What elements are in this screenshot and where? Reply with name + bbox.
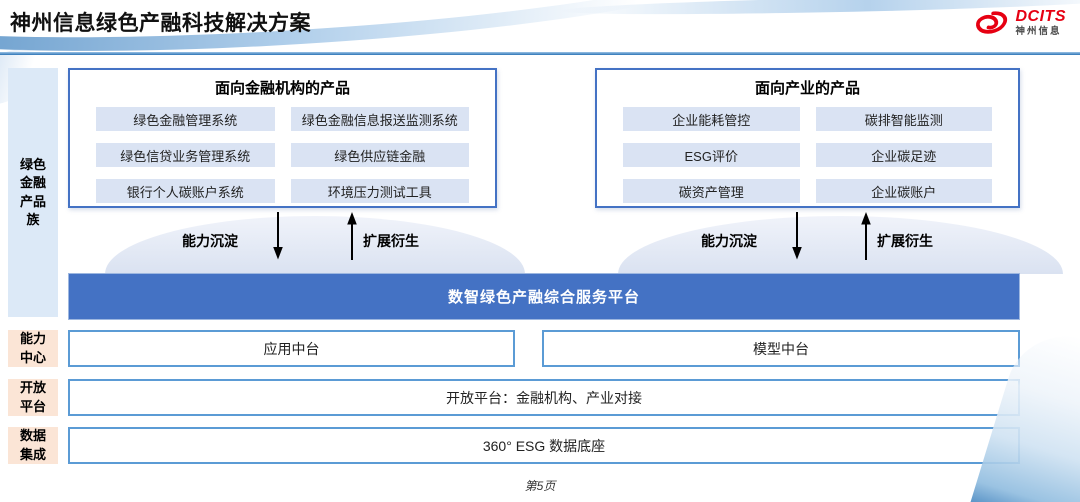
industry-products-box: 面向产业的产品 企业能耗管控 碳排智能监测 ESG评价 企业碳足迹 碳资产管理 … <box>595 68 1020 208</box>
flow-label-capability-settling: 能力沉淀 <box>701 233 757 249</box>
dcits-logo: DCITS 神州信息 <box>975 8 1067 38</box>
product-item: ESG评价 <box>623 143 800 167</box>
arrow-down-icon <box>792 212 802 260</box>
platform-banner: 数智绿色产融综合服务平台 <box>68 273 1020 320</box>
dcits-swirl-icon <box>975 11 1007 34</box>
product-item: 银行个人碳账户系统 <box>96 179 275 203</box>
flow-label-expansion-derivation: 扩展衍生 <box>363 233 419 249</box>
sidebar-label-data-integration: 数据 集成 <box>8 427 58 464</box>
product-item: 企业碳账户 <box>815 179 992 203</box>
sidebar-label-open-platform: 开放 平台 <box>8 379 58 416</box>
flow-label-expansion-derivation: 扩展衍生 <box>877 233 933 249</box>
sidebar-label-capability-center: 能力 中心 <box>8 330 58 367</box>
finance-products-grid: 绿色金融管理系统 绿色金融信息报送监测系统 绿色信贷业务管理系统 绿色供应链金融… <box>70 98 495 203</box>
application-middle-platform-box: 应用中台 <box>68 330 515 367</box>
flow-label-capability-settling: 能力沉淀 <box>182 233 238 249</box>
header-divider <box>0 52 1080 55</box>
logo-company: 神州信息 <box>1015 26 1062 38</box>
product-item: 企业碳足迹 <box>815 143 992 167</box>
product-item: 绿色金融管理系统 <box>96 107 275 131</box>
dome-decoration-left <box>105 216 525 274</box>
logo-brand: DCITS <box>1015 8 1066 26</box>
product-item: 绿色供应链金融 <box>290 143 469 167</box>
esg-data-base-row-box: 360° ESG 数据底座 <box>68 427 1020 464</box>
product-item: 环境压力测试工具 <box>290 179 469 203</box>
arrow-up-icon <box>347 212 357 260</box>
logo-text: DCITS 神州信息 <box>1016 9 1067 37</box>
product-item: 企业能耗管控 <box>623 107 800 131</box>
product-item: 碳资产管理 <box>623 179 800 203</box>
dome-decoration-right <box>618 216 1063 274</box>
product-item: 绿色信贷业务管理系统 <box>96 143 275 167</box>
model-middle-platform-box: 模型中台 <box>542 330 1020 367</box>
slide-title: 神州信息绿色产融科技解决方案 <box>10 12 311 35</box>
product-item: 绿色金融信息报送监测系统 <box>290 107 469 131</box>
finance-products-box: 面向金融机构的产品 绿色金融管理系统 绿色金融信息报送监测系统 绿色信贷业务管理… <box>68 68 497 208</box>
open-platform-row-box: 开放平台：金融机构、产业对接 <box>68 379 1020 416</box>
sidebar-label-green-finance-product-family: 绿色 金融 产品 族 <box>8 68 58 317</box>
industry-products-title: 面向产业的产品 <box>754 80 860 97</box>
finance-products-title: 面向金融机构的产品 <box>214 80 350 97</box>
industry-products-grid: 企业能耗管控 碳排智能监测 ESG评价 企业碳足迹 碳资产管理 企业碳账户 <box>597 98 1018 203</box>
arrow-up-icon <box>861 212 871 260</box>
page-number: 第5页 <box>524 479 556 493</box>
arrow-down-icon <box>273 212 283 260</box>
product-item: 碳排智能监测 <box>815 107 992 131</box>
